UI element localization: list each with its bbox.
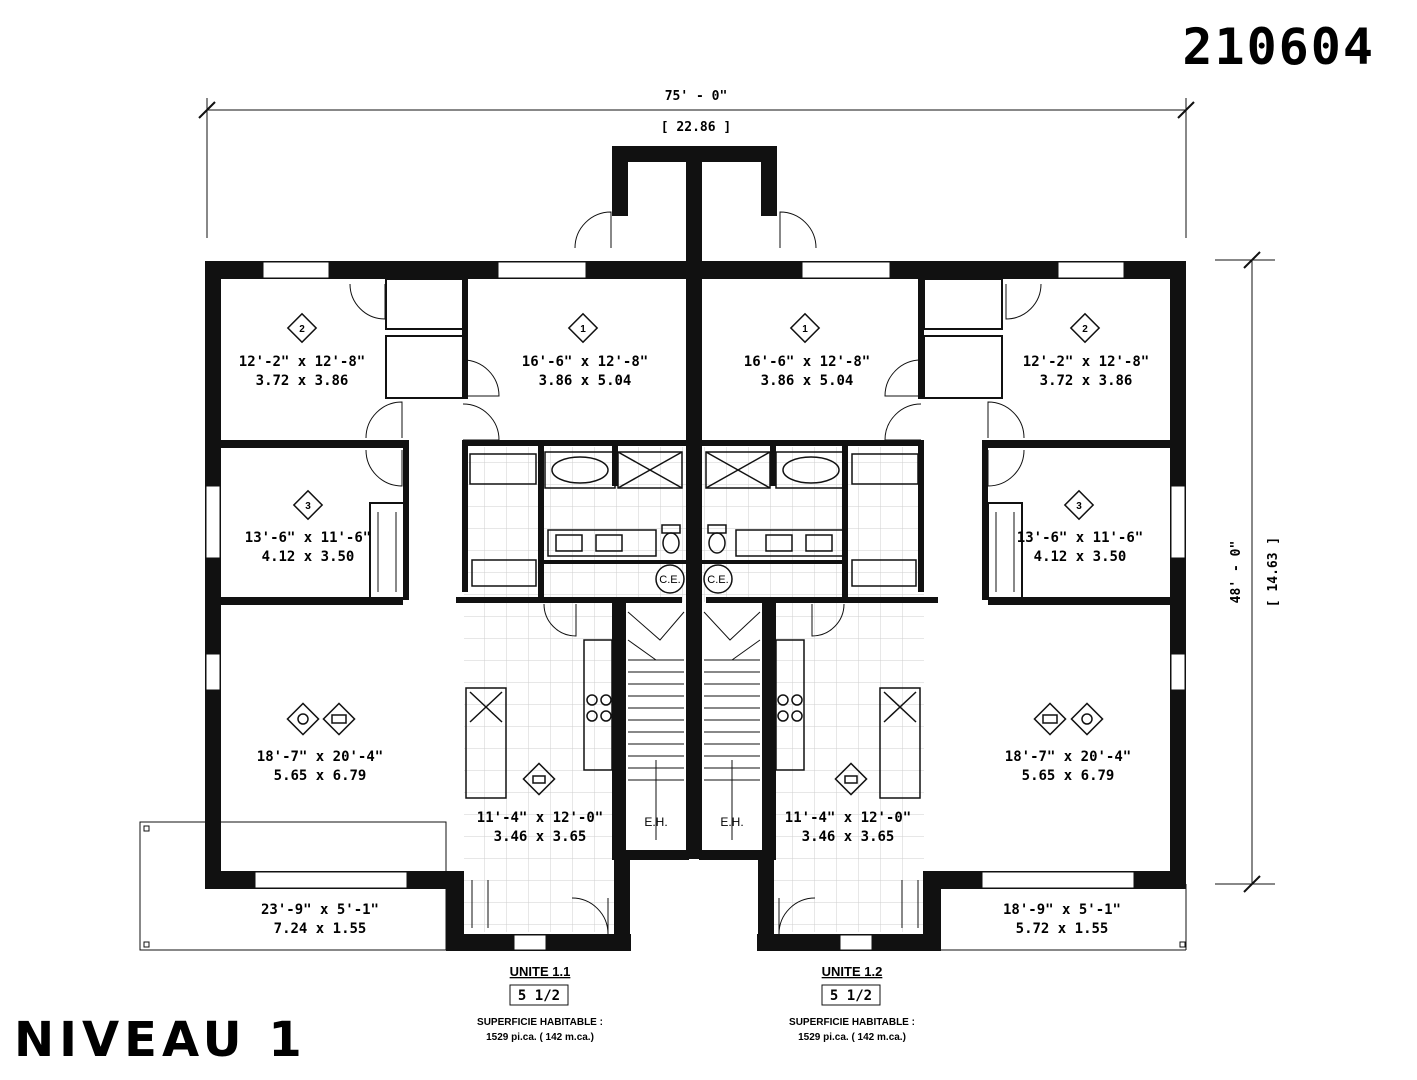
badge-left-3: 3 <box>305 501 311 512</box>
badge-right-3: 3 <box>1076 501 1082 512</box>
room-right-bedroom2-metric: 3.72 x 3.86 <box>1040 373 1133 389</box>
sofa-icon <box>322 702 1067 736</box>
depth-imperial: 48' - 0" <box>1229 541 1244 604</box>
badge-left-1: 1 <box>580 324 586 335</box>
ce-marker <box>655 564 733 594</box>
ce-label-right: C.E. <box>707 574 728 586</box>
room-left-bedroom1-imperial: 16'-6" x 12'-8" <box>522 354 648 370</box>
depth-metric: [ 14.63 ] <box>1266 537 1281 607</box>
room-right-terrace-imperial: 18'-9" x 5'-1" <box>1003 902 1121 918</box>
windows <box>205 261 1186 951</box>
unit-type-box-left <box>509 984 569 1006</box>
unit-area-right: 1529 pi.ca. ( 142 m.ca.) <box>798 1032 906 1043</box>
sink-icon <box>469 453 919 587</box>
bathtub-icon <box>544 451 847 489</box>
width-imperial: 75' - 0" <box>665 89 728 104</box>
kitchen-pot-icon <box>522 762 868 796</box>
depth-dimension <box>1215 251 1275 893</box>
stair-icon <box>627 611 761 840</box>
room-left-kitchen-imperial: 11'-4" x 12'-0" <box>477 810 603 826</box>
room-left-bedroom3-imperial: 13'-6" x 11'-6" <box>245 530 371 546</box>
eh-label-right: E.H. <box>720 815 743 829</box>
tile-floor <box>464 447 924 932</box>
width-metric: [ 22.86 ] <box>661 120 731 135</box>
unit-name-left: UNITE 1.1 <box>510 964 571 979</box>
door-swing-icon <box>349 211 1042 935</box>
room-left-terrace-imperial: 23'-9" x 5'-1" <box>261 902 379 918</box>
level-title: NIVEAU 1 <box>14 1012 307 1068</box>
unit-area-label-right: SUPERFICIE HABITABLE : <box>789 1017 915 1028</box>
plan-number: 210604 <box>1182 18 1375 76</box>
stove-icon <box>586 694 803 722</box>
terrace-right <box>940 884 1187 951</box>
room-right-kitchen-metric: 3.46 x 3.65 <box>802 829 895 845</box>
unit-type-box-right <box>821 984 881 1006</box>
room-left-bedroom1-metric: 3.86 x 5.04 <box>539 373 632 389</box>
room-right-bedroom1-imperial: 16'-6" x 12'-8" <box>744 354 870 370</box>
dining-icon <box>286 702 1104 736</box>
room-left-kitchen-metric: 3.46 x 3.65 <box>494 829 587 845</box>
room-right-terrace-metric: 5.72 x 1.55 <box>1016 921 1109 937</box>
exterior-walls <box>205 146 1186 951</box>
room-right-bedroom3-imperial: 13'-6" x 11'-6" <box>1017 530 1143 546</box>
room-left-living-metric: 5.65 x 6.79 <box>274 768 367 784</box>
room-right-bedroom1-metric: 3.86 x 5.04 <box>761 373 854 389</box>
room-right-living-metric: 5.65 x 6.79 <box>1022 768 1115 784</box>
room-left-bedroom2-imperial: 12'-2" x 12'-8" <box>239 354 365 370</box>
ce-label-left: C.E. <box>659 574 680 586</box>
unit-name-right: UNITE 1.2 <box>822 964 883 979</box>
badge-right-2: 2 <box>1082 324 1088 335</box>
room-left-bedroom2-metric: 3.72 x 3.86 <box>256 373 349 389</box>
width-dimension <box>198 98 1195 238</box>
room-right-kitchen-imperial: 11'-4" x 12'-0" <box>785 810 911 826</box>
unit-area-left: 1529 pi.ca. ( 142 m.ca.) <box>486 1032 594 1043</box>
bedroom-badge-icon <box>286 312 1101 521</box>
unit-area-label-left: SUPERFICIE HABITABLE : <box>477 1017 603 1028</box>
toilet-icon <box>661 524 727 554</box>
badge-left-2: 2 <box>299 324 305 335</box>
room-right-living-imperial: 18'-7" x 20'-4" <box>1005 749 1131 765</box>
unit-type-right: 5 1/2 <box>830 988 872 1004</box>
room-right-bedroom2-imperial: 12'-2" x 12'-8" <box>1023 354 1149 370</box>
room-left-living-imperial: 18'-7" x 20'-4" <box>257 749 383 765</box>
interior-walls <box>221 279 1170 605</box>
unit-type-left: 5 1/2 <box>518 988 560 1004</box>
room-left-terrace-metric: 7.24 x 1.55 <box>274 921 367 937</box>
room-left-bedroom3-metric: 4.12 x 3.50 <box>262 549 355 565</box>
kitchen-counters <box>465 639 921 799</box>
room-right-bedroom3-metric: 4.12 x 3.50 <box>1034 549 1127 565</box>
closet-hangers <box>377 512 1015 928</box>
eh-label-left: E.H. <box>644 815 667 829</box>
badge-right-1: 1 <box>802 324 808 335</box>
closets <box>369 278 1023 600</box>
